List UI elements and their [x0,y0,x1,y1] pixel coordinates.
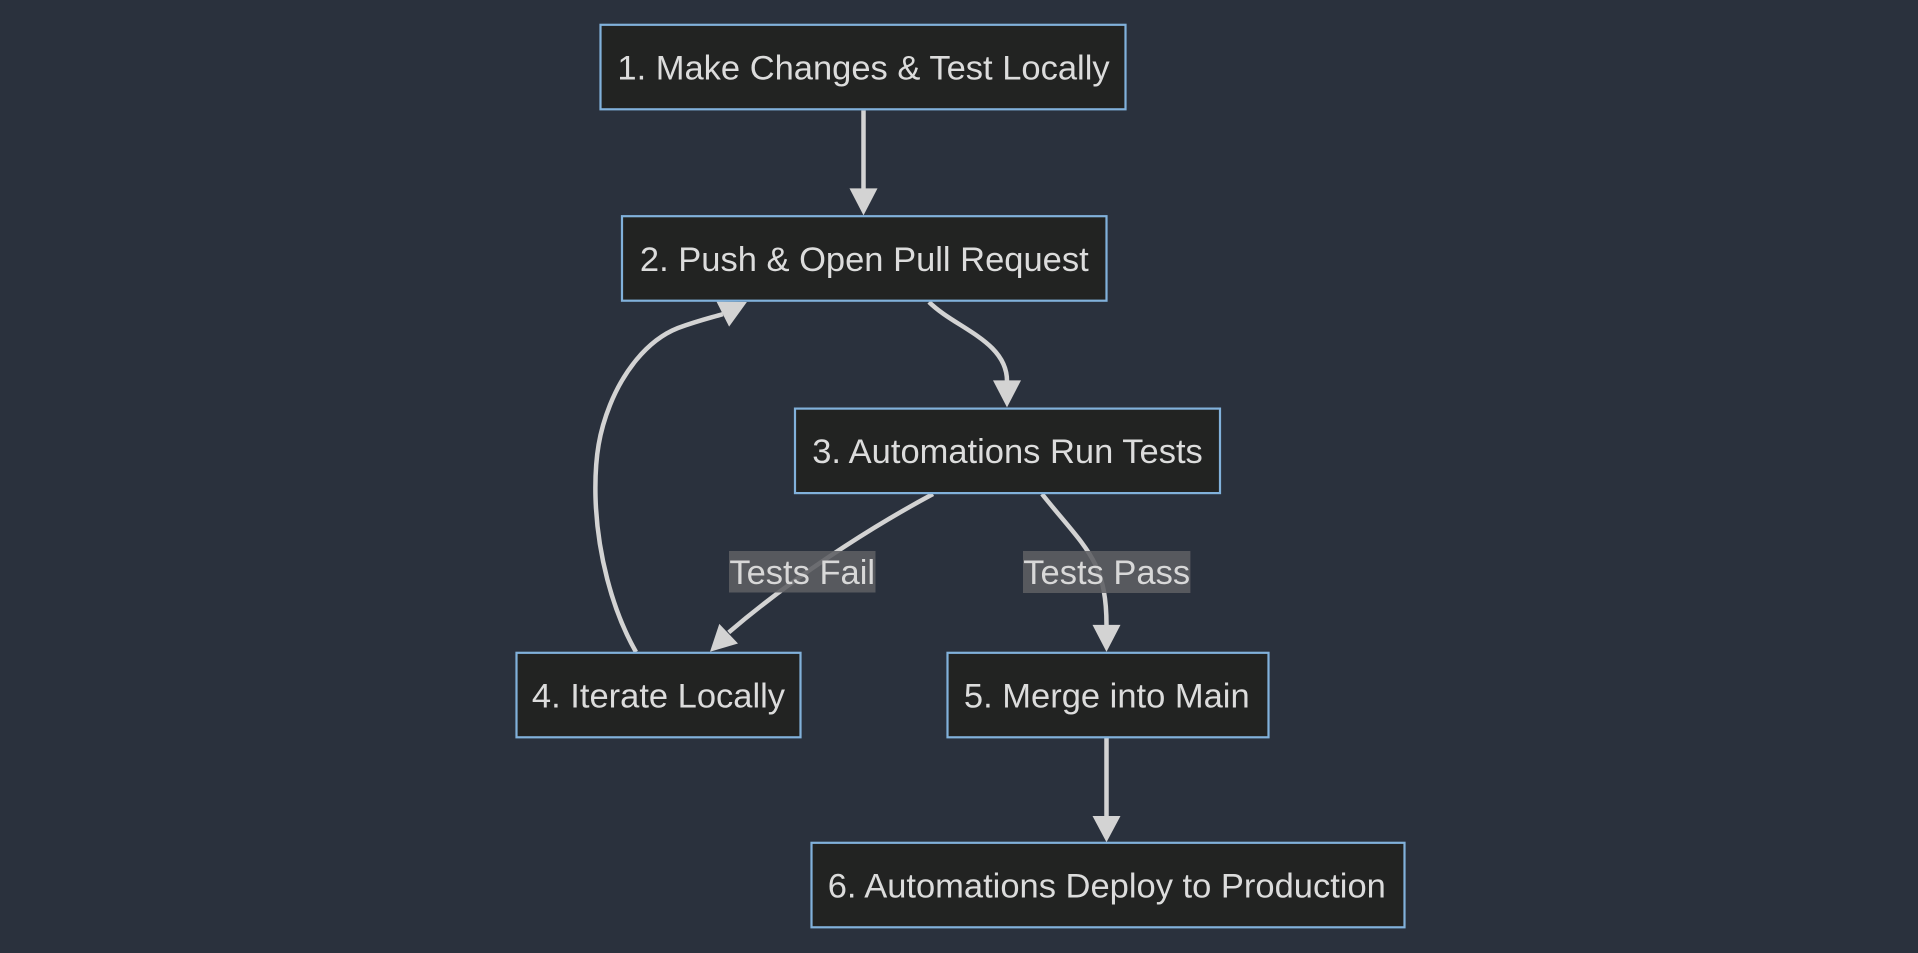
svg-text:2. Push & Open Pull Request: 2. Push & Open Pull Request [640,241,1089,279]
svg-text:5. Merge into Main: 5. Merge into Main [964,677,1250,715]
svg-text:Tests Fail: Tests Fail [729,554,875,592]
svg-text:6. Automations Deploy to Produ: 6. Automations Deploy to Production [828,867,1386,905]
svg-text:Tests Pass: Tests Pass [1023,554,1190,592]
svg-text:1. Make Changes & Test Locally: 1. Make Changes & Test Locally [617,49,1110,87]
svg-text:4. Iterate Locally: 4. Iterate Locally [532,677,786,715]
svg-text:3. Automations Run Tests: 3. Automations Run Tests [812,433,1203,471]
